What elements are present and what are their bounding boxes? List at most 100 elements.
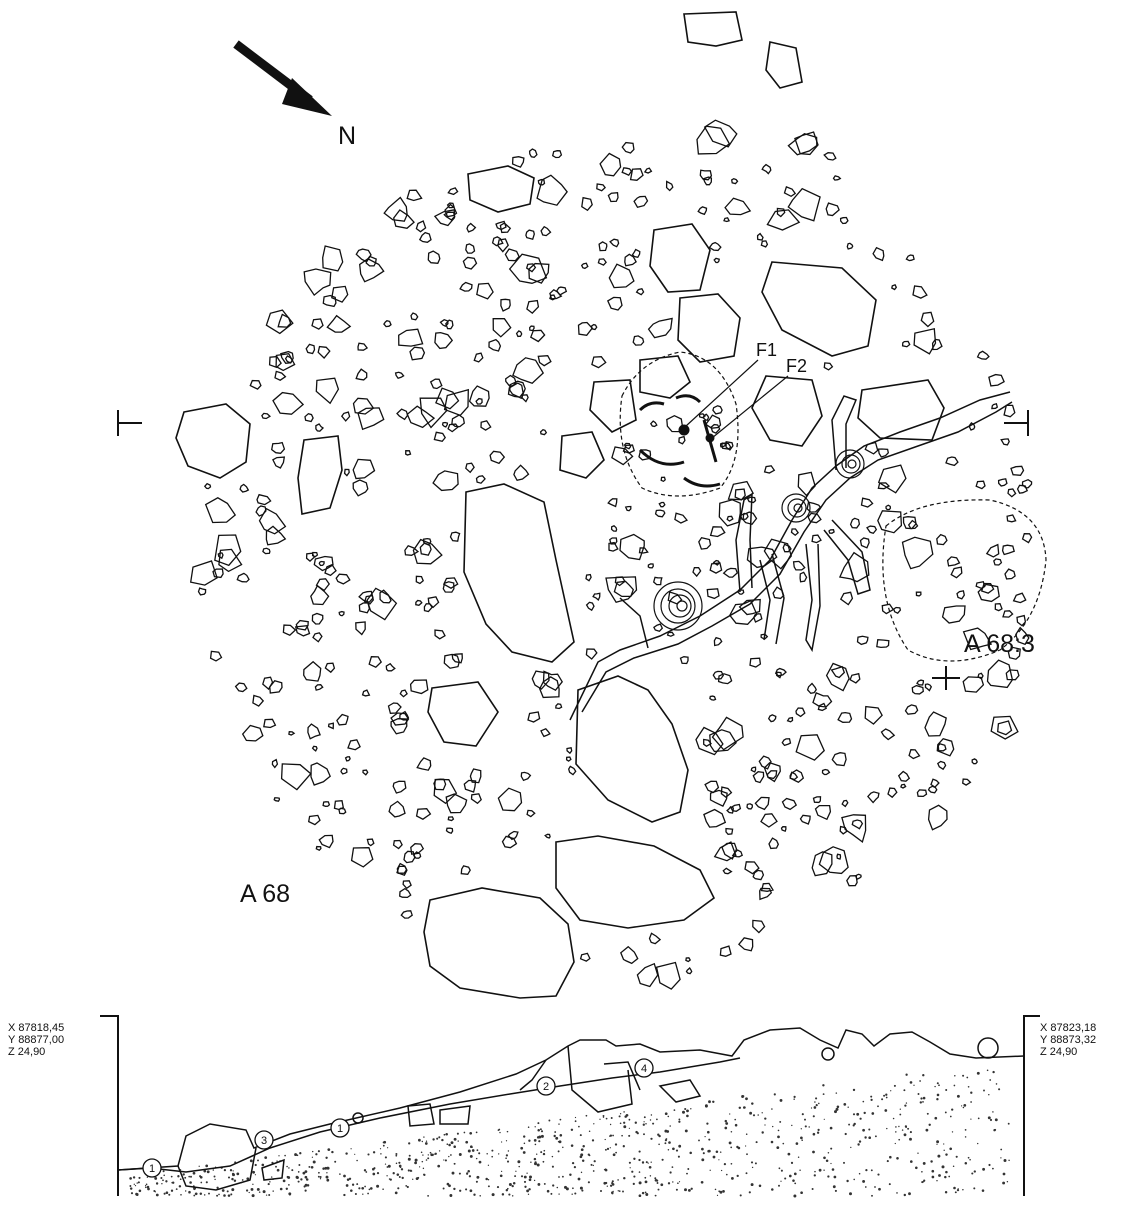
sediment-dot — [930, 1160, 933, 1163]
small-stone — [315, 377, 340, 405]
small-stone — [976, 350, 990, 360]
sediment-dot — [926, 1112, 929, 1115]
sediment-dot — [686, 1114, 689, 1118]
sediment-dot — [476, 1175, 480, 1179]
sediment-dot — [356, 1183, 359, 1186]
small-stone — [275, 352, 296, 372]
small-stone — [730, 177, 739, 185]
small-stone — [811, 851, 833, 877]
sediment-dot — [523, 1135, 526, 1138]
sediment-dot — [672, 1181, 674, 1183]
sediment-dot — [591, 1139, 595, 1142]
sediment-dot — [609, 1147, 611, 1149]
sediment-dot — [707, 1149, 710, 1153]
small-stone — [789, 771, 799, 781]
sediment-dot — [408, 1142, 411, 1145]
sediment-dot — [478, 1160, 482, 1164]
small-stone — [709, 562, 723, 574]
sediment-dot — [294, 1153, 298, 1157]
sediment-dot — [901, 1129, 904, 1131]
sediment-dot — [185, 1190, 187, 1192]
small-stone — [579, 952, 591, 962]
small-stone — [872, 246, 885, 262]
small-stone — [916, 789, 928, 798]
small-stone — [327, 722, 334, 730]
small-stone — [307, 723, 321, 740]
sediment-dot — [706, 1122, 709, 1125]
small-stone — [737, 589, 745, 595]
sediment-dot — [528, 1178, 532, 1182]
small-stone — [887, 787, 898, 799]
sediment-dot — [682, 1110, 685, 1114]
sediment-dot — [397, 1187, 400, 1190]
sediment-dot — [450, 1141, 454, 1145]
sediment-dot — [405, 1185, 408, 1187]
small-stone — [653, 623, 664, 633]
sediment-dot — [677, 1155, 680, 1158]
small-stone — [766, 209, 801, 231]
sediment-dot — [922, 1161, 926, 1165]
small-stone — [941, 605, 966, 624]
sediment-dot — [308, 1165, 311, 1168]
small-stone — [449, 531, 461, 542]
small-stone — [823, 152, 837, 161]
small-stone — [846, 875, 858, 887]
sediment-dot — [528, 1139, 531, 1142]
sediment-dot — [146, 1176, 149, 1178]
sediment-dot — [571, 1193, 573, 1195]
sediment-dot — [870, 1095, 873, 1098]
small-stone — [856, 635, 869, 646]
sediment-dot — [708, 1138, 711, 1141]
sediment-dot — [650, 1114, 653, 1116]
sediment-dot — [386, 1166, 389, 1168]
small-stone — [265, 309, 294, 335]
root-channels — [569, 391, 1013, 721]
sediment-dot — [436, 1137, 439, 1140]
sediment-dot — [886, 1127, 888, 1130]
sediment-dot — [572, 1187, 574, 1190]
small-stone — [851, 819, 864, 830]
sediment-dot — [515, 1170, 517, 1172]
sediment-dot — [376, 1184, 380, 1188]
sediment-dot — [467, 1149, 471, 1153]
sediment-dot — [528, 1188, 531, 1191]
sediment-dot — [750, 1161, 754, 1164]
sediment-dot — [815, 1097, 818, 1100]
small-stone — [760, 633, 769, 640]
sediment-dot — [953, 1186, 956, 1190]
sediment-dot — [949, 1115, 952, 1118]
sediment-dot — [536, 1136, 540, 1139]
sediment-dot — [777, 1129, 780, 1132]
small-stone — [333, 800, 345, 811]
small-stone — [877, 510, 903, 534]
sediment-dot — [822, 1084, 825, 1087]
sediment-dot — [862, 1128, 865, 1132]
sediment-dot — [573, 1165, 577, 1169]
small-stone — [446, 202, 455, 209]
sediment-dot — [540, 1130, 544, 1133]
sediment-dot — [520, 1175, 524, 1178]
sediment-dot — [190, 1175, 192, 1178]
sediment-dot — [794, 1182, 797, 1185]
sediment-dot — [258, 1191, 261, 1193]
small-stone — [234, 682, 248, 693]
sediment-dot — [537, 1122, 540, 1125]
sediment-dot — [905, 1102, 908, 1104]
sediment-dot — [602, 1116, 605, 1118]
small-stone — [620, 945, 639, 965]
small-stone — [466, 222, 477, 233]
small-stone — [1012, 592, 1027, 604]
small-stone — [445, 793, 468, 814]
sediment-dot — [229, 1169, 233, 1172]
small-stone — [355, 621, 366, 636]
sediment-dot — [129, 1185, 132, 1187]
sediment-dot — [850, 1146, 852, 1149]
small-stone — [787, 187, 821, 222]
sediment-dot — [793, 1098, 795, 1100]
sediment-dot — [643, 1121, 645, 1123]
small-stone — [307, 814, 321, 826]
sediment-dot — [642, 1123, 645, 1126]
sediment-dot — [920, 1097, 923, 1100]
small-stone — [927, 785, 938, 794]
sediment-dot — [770, 1140, 774, 1144]
